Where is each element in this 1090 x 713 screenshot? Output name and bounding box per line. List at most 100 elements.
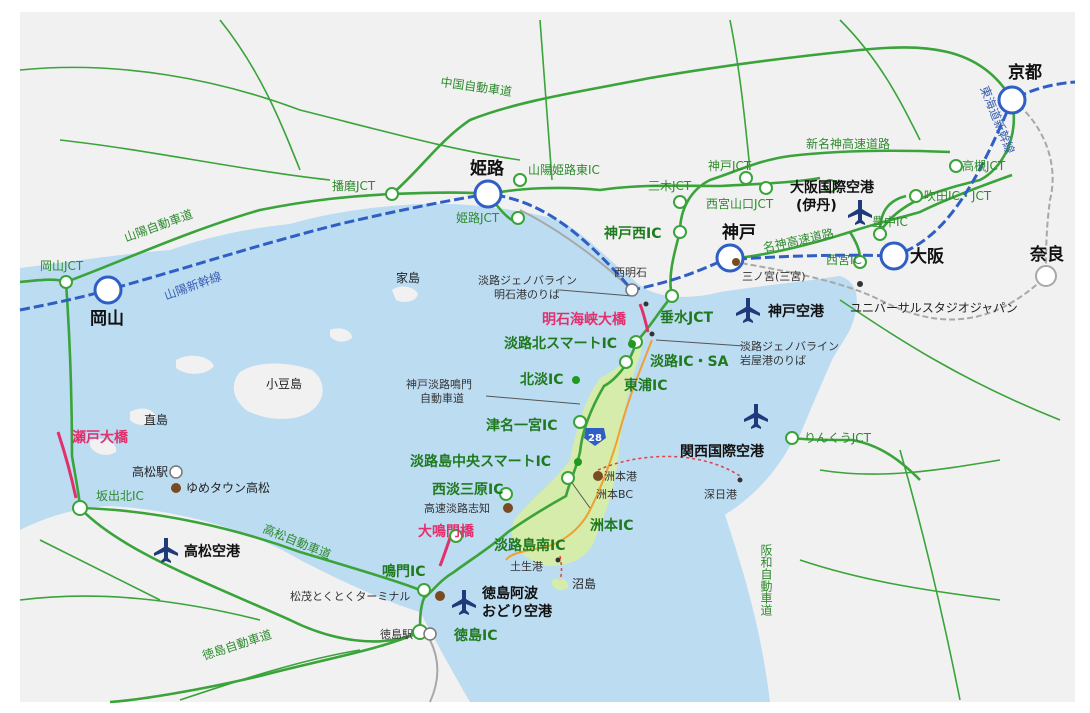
ieshima-island <box>392 286 418 302</box>
kyoto-marker <box>997 85 1027 115</box>
sumoto-port-label: 洲本港 <box>604 469 637 483</box>
osaka-marker <box>879 241 909 271</box>
iwaya-port-line1: 淡路ジェノバライン <box>740 340 839 353</box>
tokushima-airport-icon <box>452 590 476 615</box>
tokushima-airport-line2: おどり空港 <box>482 603 553 620</box>
akashi-port-line2: 明石港のりば <box>494 288 560 301</box>
tokushima-station-label: 徳島駅 <box>380 627 413 641</box>
itami-airport-icon <box>848 200 872 225</box>
ieshima-label: 家島 <box>396 270 420 285</box>
matsushige-label: 松茂とくとくターミナル <box>290 589 410 603</box>
kobe-jct-label: 神戸JCT <box>708 159 752 173</box>
nishinomiya-yamaguchi-marker <box>823 179 837 193</box>
itami-airport-label: 大阪国際空港(伊丹) <box>790 179 875 214</box>
himeji-marker <box>473 179 503 209</box>
youme-label: ゆめタウン高松 <box>186 480 270 495</box>
tokushima-ic-label: 徳島IC <box>453 627 497 644</box>
nushima-label: 沼島 <box>572 576 596 591</box>
route-28 <box>505 339 653 561</box>
naoshima-island <box>130 408 156 425</box>
shodoshima-label: 小豆島 <box>266 376 302 391</box>
station-markers <box>169 283 639 641</box>
habu-port-label: 土生港 <box>510 559 543 573</box>
itami-line2: (伊丹) <box>796 197 837 214</box>
poi-dots <box>171 258 740 601</box>
shinmeishin-label: 新名神高速道路 <box>806 136 890 151</box>
miki-jct-marker <box>673 195 687 209</box>
shodoshima-island <box>233 363 323 419</box>
small-island-2 <box>330 328 352 342</box>
higashiura-label: 東浦IC <box>624 377 667 394</box>
toyonaka-marker <box>873 227 887 241</box>
route-28-label: 28 <box>588 433 602 444</box>
osaka-bay <box>676 276 847 470</box>
usj-label: ユニバーサルスタジオジャパン <box>850 301 1018 315</box>
seidan-marker <box>499 487 513 501</box>
higashiura-marker <box>619 355 633 369</box>
nushima-island <box>552 578 569 591</box>
youme-dot <box>171 483 181 493</box>
takamatsu-airport-icon <box>154 538 178 563</box>
city-markers <box>93 85 1027 305</box>
kobe-nishi-label: 神戸西IC <box>604 225 661 242</box>
himeji-jct-marker <box>511 211 525 225</box>
nara-label: 奈良 <box>1029 244 1064 265</box>
rinku-marker <box>785 431 799 445</box>
harima-jct-marker <box>385 187 399 201</box>
local-roads <box>19 19 1061 701</box>
himeji-jct-label: 姫路JCT <box>456 210 500 225</box>
kobe-airport-label: 神戸空港 <box>768 303 825 320</box>
tarumi-label: 垂水JCT <box>660 309 713 326</box>
takatsuki-label: 高槻JCT <box>962 158 1006 173</box>
tarumi-marker <box>665 289 679 303</box>
takamatsu-airport-label: 高松空港 <box>184 543 241 560</box>
hokudan-label: 北淡IC <box>520 372 563 388</box>
kan-line2: 自動車道 <box>420 391 464 405</box>
tsuna-label: 津名一宮IC <box>486 417 557 434</box>
osaka-label: 大阪 <box>910 246 944 267</box>
shizuki-dot <box>503 503 513 513</box>
seidan-label: 西淡三原IC <box>432 482 503 498</box>
sumoto-bc-label: 洲本BC <box>596 487 633 501</box>
takamatsu-station-marker <box>169 465 183 479</box>
okayama-label: 岡山 <box>90 309 124 329</box>
sumoto-port-dot <box>593 471 603 481</box>
miki-jct-label: 三木JCT <box>648 179 692 193</box>
port-dots <box>555 281 863 563</box>
seto-bridge-label: 瀬戸大橋 <box>72 429 129 446</box>
toyonaka-label: 豊中IC <box>872 214 908 229</box>
awajishima-chuo-label: 淡路島中央スマートIC <box>410 453 551 470</box>
small-island-3 <box>90 438 117 455</box>
hanwa-expressway-label: 阪和自動車道 <box>759 544 773 616</box>
shizuki-label: 高速淡路志知 <box>424 501 490 515</box>
akashi-bridge-label: 明石海峡大橋 <box>542 311 627 328</box>
okayama-marker <box>93 275 123 305</box>
fukura-port-label: 深日港 <box>704 488 737 501</box>
kobe-jct-marker <box>739 171 753 185</box>
small-island-1 <box>176 355 214 374</box>
junction-markers <box>59 159 963 640</box>
awajishima-minami-label: 淡路島南IC <box>494 537 565 554</box>
nara-marker <box>1035 265 1057 287</box>
nishinomiya-ic-label: 西宮IC <box>826 252 862 267</box>
naruto-marker <box>417 583 431 597</box>
suita-marker <box>909 189 923 203</box>
sumoto-ic-label: 洲本IC <box>590 517 633 534</box>
kan-line1: 神戸淡路鳴門 <box>406 377 472 391</box>
onaruto-bridge-label: 大鳴門橋 <box>418 523 475 540</box>
sannomiya-label: 三ノ宮(三宮) <box>742 269 806 283</box>
expressways <box>19 46 1015 704</box>
kansai-airport-label: 関西国際空港 <box>680 443 765 460</box>
akashi-port-label: 淡路ジェノバライン明石港のりば <box>478 274 577 301</box>
takatsuki-marker <box>949 159 963 173</box>
rail-lines <box>19 80 1076 703</box>
sanyo-himeji-higashi-marker <box>513 173 527 187</box>
nishiakashi-label: 西明石 <box>614 266 647 279</box>
leader-lines <box>485 289 745 509</box>
kobe-jct-marker-2 <box>759 181 773 195</box>
nishiakashi-marker <box>625 283 639 297</box>
sumoto-ic-marker <box>561 471 575 485</box>
nishinomiya-yamaguchi-label: 西宮山口JCT <box>706 196 774 211</box>
himeji-label: 姫路 <box>470 158 505 179</box>
